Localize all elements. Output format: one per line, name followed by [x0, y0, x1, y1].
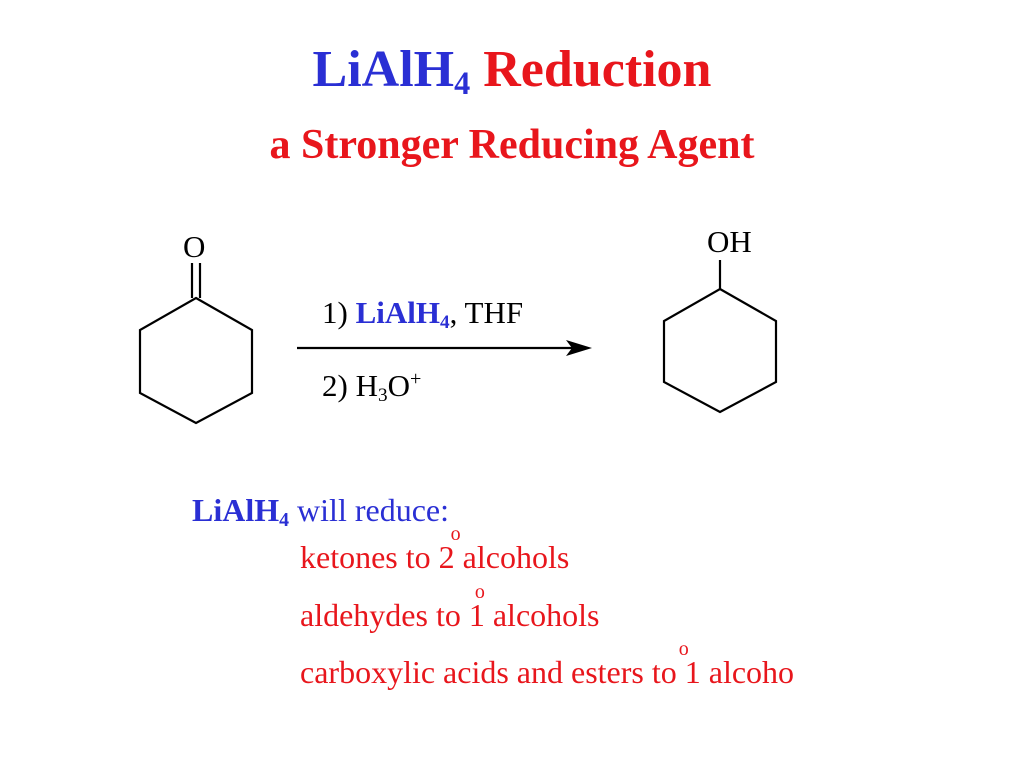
cyclohexanone-structure: [138, 263, 254, 425]
hydroxyl-group-label: OH: [707, 224, 752, 259]
reaction-step-2: 2) H3O+: [322, 367, 422, 406]
reaction-step-1: 1) LiAlH4, THF: [322, 295, 524, 333]
title-reagent: LiAlH4: [312, 41, 471, 102]
step1-reagent: LiAlH4: [355, 295, 450, 333]
degree-symbol: o: [474, 581, 485, 603]
degree-symbol: o: [450, 523, 461, 545]
reduction-summary-heading: LiAlH4 will reduce:: [192, 492, 449, 531]
carbonyl-oxygen-label: O: [183, 229, 206, 264]
cyclohexanol-structure: [662, 260, 778, 414]
reaction-arrow: [297, 340, 592, 356]
slide-title: LiAlH4 Reduction: [0, 41, 1024, 102]
degree-symbol: o: [678, 638, 689, 660]
slide-subtitle: a Stronger Reducing Agent: [269, 122, 755, 168]
title-word: Reduction: [483, 41, 712, 98]
summary-reagent: LiAlH4: [192, 492, 290, 531]
